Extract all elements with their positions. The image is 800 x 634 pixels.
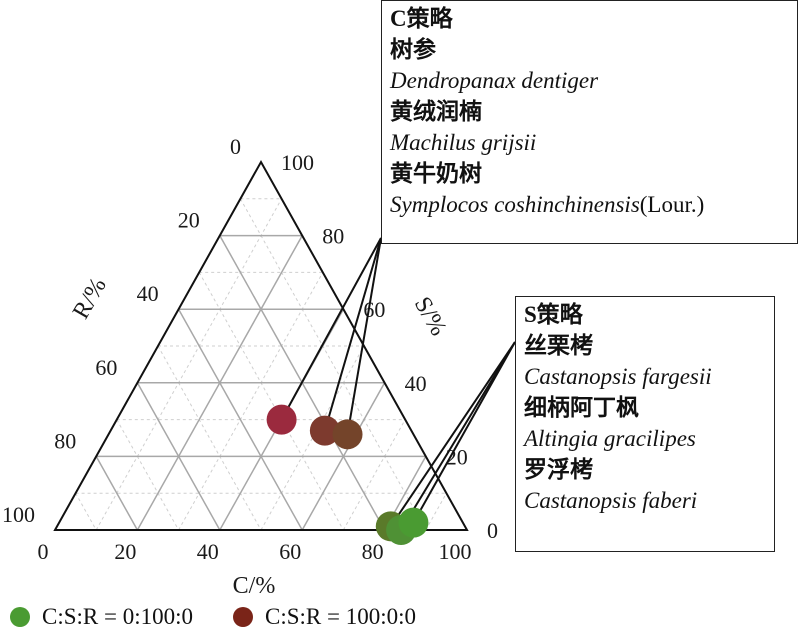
tick-label-c: 40 <box>197 539 219 564</box>
data-point <box>266 404 297 435</box>
species-name-latin: Dendropanax dentiger <box>390 68 599 93</box>
axis-title-s: S/% <box>409 293 452 341</box>
legend-item-s: C:S:R = 0:100:0 <box>10 604 193 630</box>
tick-label-s: 0 <box>487 518 498 543</box>
data-point <box>332 419 363 450</box>
major-grid-line <box>177 308 303 531</box>
leader-line <box>323 237 382 431</box>
tick-label-s: 80 <box>322 224 344 249</box>
axis-title-c: C/% <box>233 573 276 599</box>
triangle-outline <box>53 159 469 531</box>
tick-label-r: 60 <box>95 355 117 380</box>
tick-label-r: 80 <box>54 428 76 453</box>
annotation-heading: S策略 <box>524 302 583 327</box>
annotation-heading: C策略 <box>390 6 453 31</box>
legend-swatch <box>233 607 254 627</box>
species-name-latin: Machilus grijsii <box>390 130 537 155</box>
leader-line <box>346 237 382 435</box>
species-name-latin-with-author: Symplocos coshinchinensis(Lour.) <box>390 189 789 220</box>
minor-grid <box>75 198 447 531</box>
triangle-frame <box>53 159 469 531</box>
tick-label-r: 100 <box>2 502 35 527</box>
species-name-zh: 罗浮栲 <box>524 457 593 482</box>
tick-label-s: 20 <box>446 444 468 469</box>
legend-label: C:S:R = 0:100:0 <box>42 604 194 629</box>
species-name-zh: 黄绒润楠 <box>390 99 482 124</box>
leader-lines <box>280 237 516 531</box>
species-name-latin: Symplocos coshinchinensis <box>390 192 640 217</box>
species-name-zh: 树参 <box>390 37 436 62</box>
major-grid-line <box>301 382 386 531</box>
annotation-s-strategy: S策略 丝栗栲 Castanopsis fargesii 细柄阿丁枫 Altin… <box>515 296 775 552</box>
minor-grid-line <box>425 492 447 531</box>
species-name-latin: Castanopsis fargesii <box>524 364 712 389</box>
data-points <box>266 404 429 545</box>
minor-grid-line <box>116 419 180 531</box>
minor-grid-line <box>198 272 344 531</box>
data-point <box>309 415 340 446</box>
leader-line <box>400 341 516 531</box>
tick-label-s: 100 <box>281 150 314 175</box>
legend: C:S:R = 0:100:0 C:S:R = 100:0:0 <box>10 600 456 634</box>
species-name-zh: 丝栗栲 <box>524 333 593 358</box>
axis-title-r: R/% <box>68 274 112 324</box>
data-point <box>398 507 429 538</box>
major-grid <box>95 234 427 531</box>
leader-line <box>280 237 382 421</box>
tick-label-r: 40 <box>137 281 159 306</box>
annotation-c-strategy: C策略 树参 Dendropanax dentiger 黄绒润楠 Machilu… <box>381 0 798 244</box>
tick-label-r: 0 <box>230 134 241 159</box>
minor-grid-line <box>178 272 324 531</box>
tick-label-c: 80 <box>362 539 384 564</box>
major-grid-line <box>136 382 221 531</box>
species-name-zh: 黄牛奶树 <box>390 161 482 186</box>
species-name-latin: Altingia gracilipes <box>524 426 696 451</box>
leader-line <box>389 341 516 527</box>
tick-label-c: 0 <box>38 539 49 564</box>
tick-label-c: 60 <box>279 539 301 564</box>
major-grid-line <box>95 456 139 531</box>
minor-grid-line <box>260 345 365 531</box>
tick-label-s: 40 <box>405 371 427 396</box>
species-author: (Lour.) <box>639 192 705 217</box>
species-name-zh: 细柄阿丁枫 <box>524 395 639 420</box>
tick-label-c: 100 <box>439 539 472 564</box>
species-name-latin: Castanopsis faberi <box>524 488 698 513</box>
leader-line <box>412 341 516 524</box>
minor-grid-line <box>95 198 283 531</box>
minor-grid-line <box>75 492 97 531</box>
tick-label-r: 20 <box>178 208 200 233</box>
tick-label-c: 20 <box>114 539 136 564</box>
legend-item-c: C:S:R = 100:0:0 <box>233 604 416 630</box>
legend-swatch <box>10 607 30 627</box>
legend-label: C:S:R = 100:0:0 <box>265 604 417 629</box>
minor-grid-line <box>157 345 262 531</box>
